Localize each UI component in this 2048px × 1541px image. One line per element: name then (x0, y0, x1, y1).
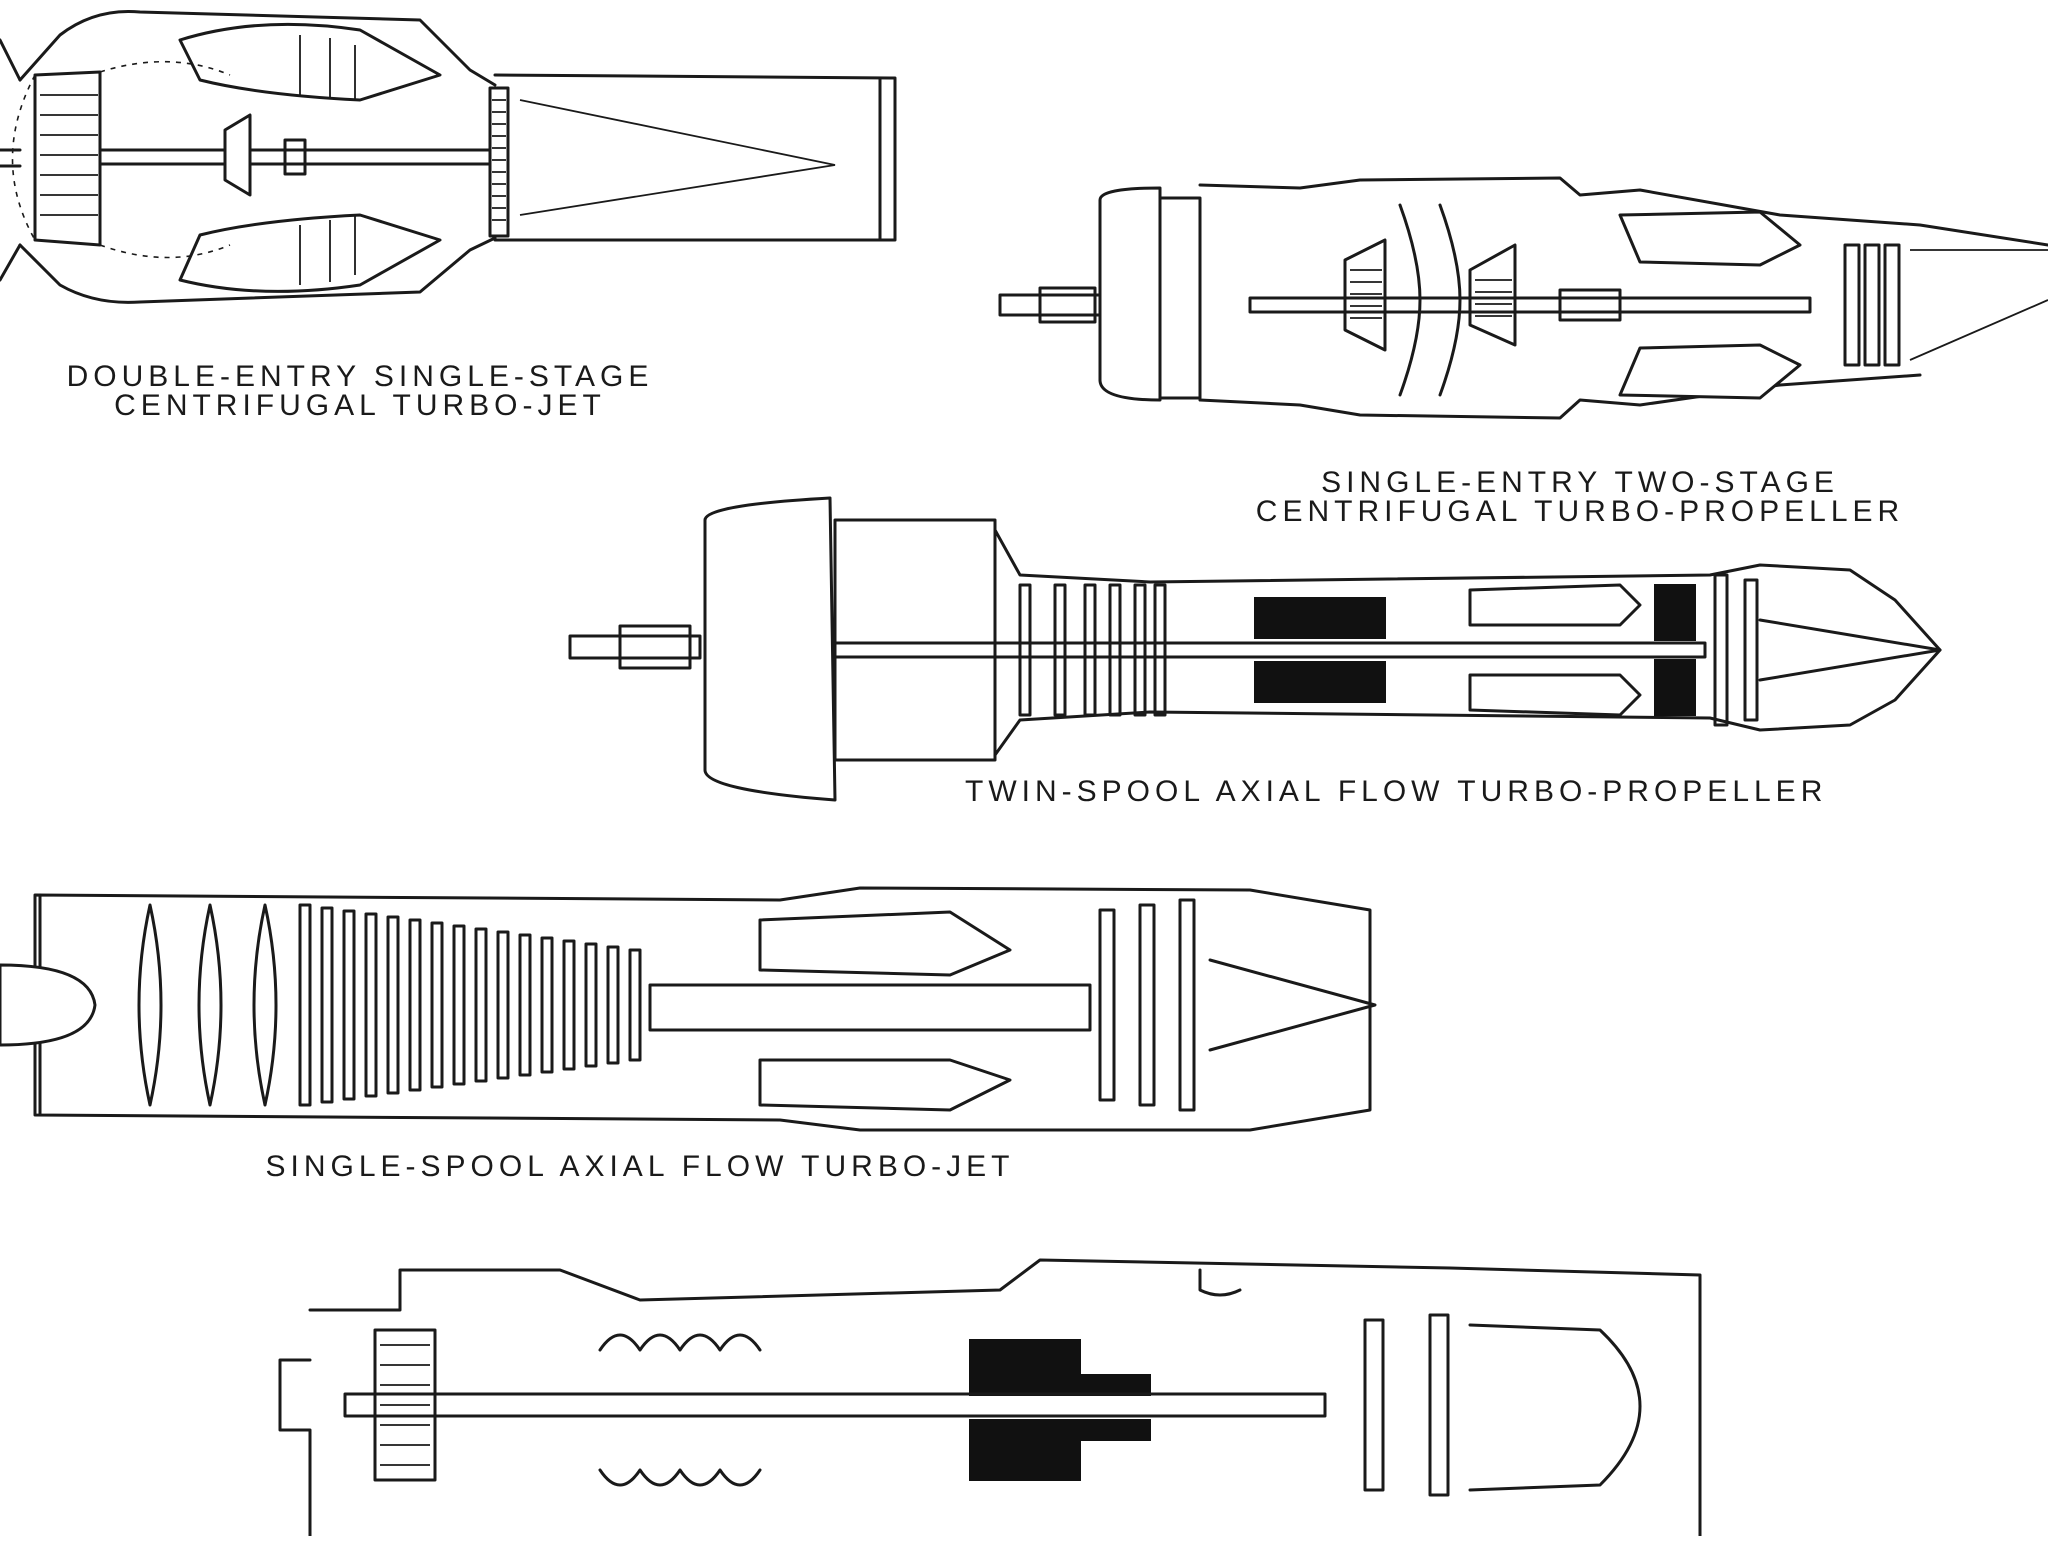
compressor-front-stage (252, 903, 278, 1107)
compressor-stage-row (606, 945, 620, 1065)
compressor-stage-row (628, 948, 642, 1062)
compressor-front-stage (137, 903, 163, 1107)
caption-line-2: CENTRIFUGAL TURBO-JET (114, 389, 606, 422)
turbofan-drawing (278, 1258, 1702, 1538)
compressor-stage-row (562, 939, 576, 1071)
compressor-stage-row (342, 909, 356, 1101)
caption-line-1: DOUBLE-ENTRY SINGLE-STAGE (66, 360, 654, 393)
twin-spool-turboprop-drawing (568, 496, 1942, 802)
compressor-stage-row (320, 906, 334, 1104)
compressor-stage-row (496, 930, 510, 1080)
caption-line-1: TWIN-SPOOL AXIAL FLOW TURBO-PROPELLER (965, 777, 1828, 806)
compressor-stage-row (452, 924, 466, 1086)
caption-single-spool-axial-turbojet: SINGLE-SPOOL AXIAL FLOW TURBO-JET (145, 1150, 1135, 1183)
compressor-stage-row (364, 912, 378, 1098)
compressor-stage-row (540, 936, 554, 1074)
compressor-stage-row (298, 903, 312, 1107)
caption-line-2: CENTRIFUGAL TURBO-PROPELLER (1255, 495, 1905, 528)
caption-double-entry-centrifugal-turbojet: DOUBLE-ENTRY SINGLE-STAGE CENTRIFUGAL TU… (0, 360, 720, 422)
centrifugal-turbojet-drawing (0, 10, 897, 304)
caption-twin-spool-axial-turboprop: TWIN-SPOOL AXIAL FLOW TURBO-PROPELLER (965, 777, 2048, 806)
caption-single-entry-centrifugal-turboprop: SINGLE-ENTRY TWO-STAGE CENTRIFUGAL TURBO… (1160, 466, 2000, 528)
compressor-stage-row (584, 942, 598, 1068)
caption-line-1: SINGLE-ENTRY TWO-STAGE (1321, 466, 1839, 499)
compressor-front-stage (197, 903, 223, 1107)
single-spool-turbojet-drawing (0, 886, 1377, 1132)
compressor-stage-row (386, 915, 400, 1095)
compressor-stage-row (408, 918, 422, 1092)
compressor-stage-row (474, 927, 488, 1083)
centrifugal-turboprop-drawing (998, 176, 2048, 420)
compressor-stage-row (430, 921, 444, 1089)
compressor-stage-row (518, 933, 532, 1077)
caption-line-1: SINGLE-SPOOL AXIAL FLOW TURBO-JET (265, 1150, 1015, 1183)
